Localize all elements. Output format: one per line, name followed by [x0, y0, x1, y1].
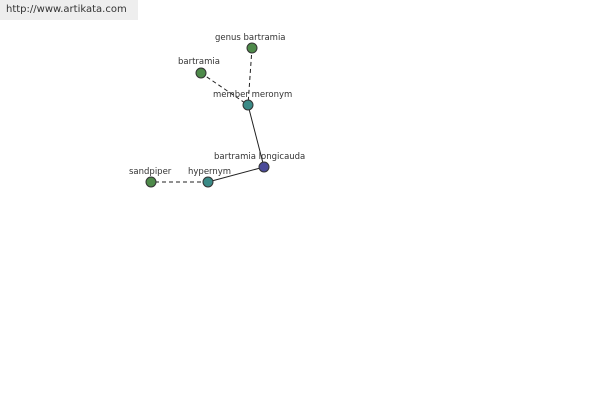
node-label-genus-bartramia: genus bartramia [215, 33, 286, 43]
node-label-bartramia: bartramia [178, 57, 220, 67]
node-sandpiper[interactable] [145, 176, 157, 188]
node-label-sandpiper: sandpiper [129, 167, 172, 177]
edge-genus-bartramia-to-member-meronym [247, 47, 253, 106]
node-label-member-meronym: member meronym [213, 90, 292, 100]
node-bartramia-longicauda[interactable] [258, 161, 270, 173]
node-label-bartramia-longicauda: bartramia longicauda [214, 152, 305, 162]
node-label-hypernym: hypernym [188, 167, 231, 177]
edge-bartramia-to-member-meronym [200, 72, 249, 106]
watermark-url: http://www.artikata.com [0, 0, 138, 20]
labels-layer: genus bartramia bartramia member meronym ba… [129, 33, 305, 177]
nodes-layer [145, 42, 270, 188]
node-bartramia[interactable] [195, 67, 207, 79]
node-hypernym[interactable] [202, 176, 214, 188]
edges-layer [151, 47, 265, 183]
node-genus-bartramia[interactable] [246, 42, 258, 54]
node-member-meronym[interactable] [242, 99, 254, 111]
edge-bartramia-longicauda-to-hypernym [207, 166, 265, 183]
edge-member-meronym-to-bartramia-longicauda [247, 104, 265, 168]
